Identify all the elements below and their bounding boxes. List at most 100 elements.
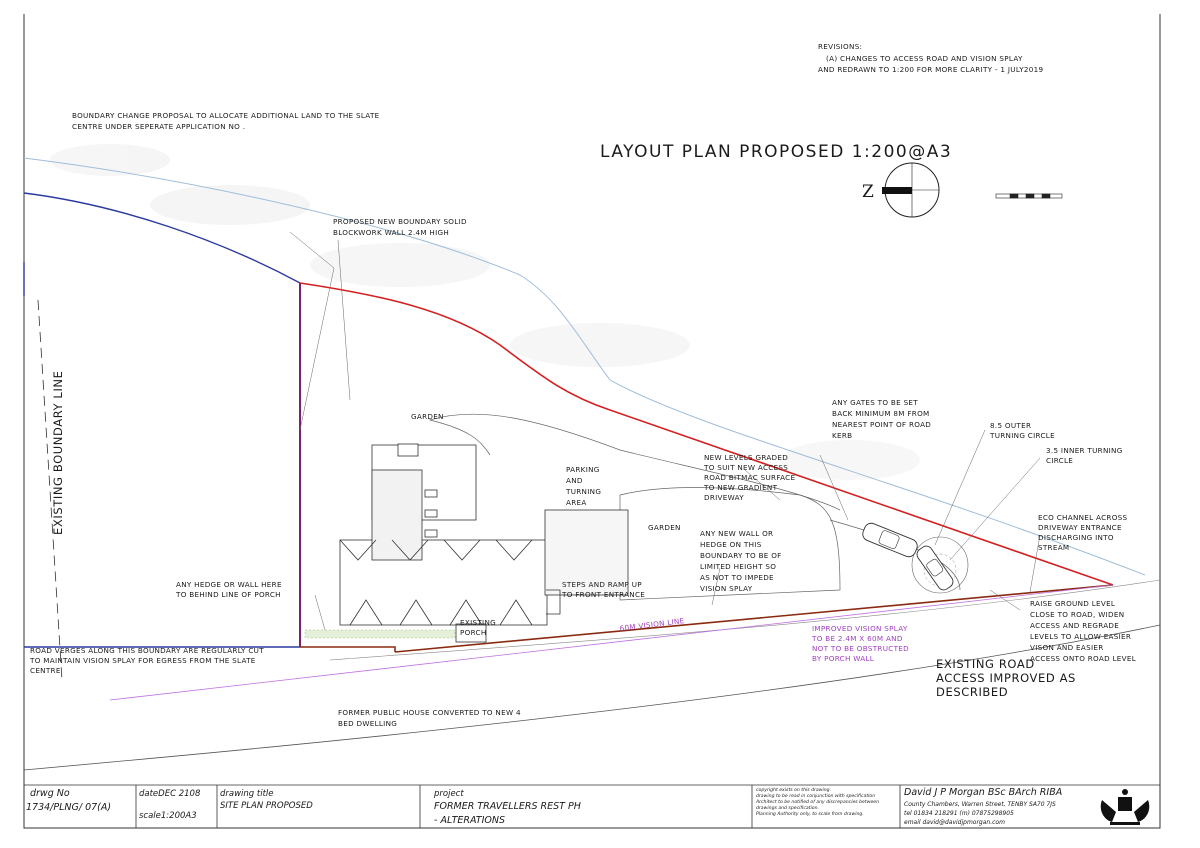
project-line-2: - ALTERATIONS [434, 815, 505, 826]
svg-text:BACK MINIMUM 8M FROM: BACK MINIMUM 8M FROM [832, 409, 930, 418]
vision-line-label: 60M VISION LINE [619, 616, 685, 633]
svg-text:DISCHARGING INTO: DISCHARGING INTO [1038, 533, 1114, 542]
svg-text:ROAD BITMAC SURFACE: ROAD BITMAC SURFACE [704, 473, 795, 482]
svg-text:TURNING: TURNING [565, 487, 601, 496]
title-block [24, 784, 1160, 828]
svg-text:TO BEHIND LINE OF PORCH: TO BEHIND LINE OF PORCH [175, 590, 281, 599]
plan-title: LAYOUT PLAN PROPOSED 1:200@A3 [600, 142, 952, 162]
project-line-1: FORMER TRAVELLERS REST PH [434, 801, 581, 812]
existing-boundary-label: EXISTING BOUNDARY LINE [51, 370, 65, 535]
existing-boundary-top [23, 192, 301, 284]
garden-label-top: GARDEN [411, 412, 444, 421]
project-label: project [433, 789, 464, 799]
car-2 [916, 545, 954, 591]
boundary-change-note: BOUNDARY CHANGE PROPOSAL TO ALLOCATE ADD… [72, 111, 380, 131]
svg-text:3.5 INNER TURNING: 3.5 INNER TURNING [1046, 446, 1123, 455]
svg-text:EXISTING: EXISTING [460, 618, 496, 627]
outer-circle-note: 8.5 OUTER TURNING CIRCLE [989, 421, 1055, 440]
svg-text:TURNING CIRCLE: TURNING CIRCLE [989, 431, 1055, 440]
svg-text:ACCESS AND REGRADE: ACCESS AND REGRADE [1030, 621, 1119, 630]
svg-text:VISION SPLAY: VISION SPLAY [700, 584, 753, 593]
svg-text:ROAD VERGES ALONG THIS BOUNDAR: ROAD VERGES ALONG THIS BOUNDARY ARE REGU… [30, 646, 264, 655]
svg-text:LIMITED HEIGHT SO: LIMITED HEIGHT SO [700, 562, 776, 571]
svg-text:BY PORCH WALL: BY PORCH WALL [812, 654, 874, 663]
svg-text:8.5 OUTER: 8.5 OUTER [990, 421, 1031, 430]
riba-crest-logo [1100, 789, 1150, 825]
svg-text:PROPOSED NEW BOUNDARY SOLID: PROPOSED NEW BOUNDARY SOLID [333, 217, 467, 226]
svg-text:Architect to be notified of an: Architect to be notified of any discrepa… [755, 799, 879, 805]
architect-name: David J P Morgan BSc BArch RIBA [904, 787, 1062, 798]
new-levels-note: NEW LEVELS GRADED TO SUIT NEW ACCESS ROA… [703, 453, 795, 502]
svg-text:NOT TO BE OBSTRUCTED: NOT TO BE OBSTRUCTED [812, 644, 909, 653]
raise-ground-note: RAISE GROUND LEVEL CLOSE TO ROAD, WIDEN … [1030, 599, 1136, 663]
svg-text:TO NEW GRADIENT: TO NEW GRADIENT [703, 483, 778, 492]
architect-email: email david@davidjpmorgan.com [904, 819, 1005, 826]
svg-text:EXISTING ROAD: EXISTING ROAD [936, 657, 1035, 671]
svg-text:NEW LEVELS GRADED: NEW LEVELS GRADED [704, 453, 788, 462]
svg-text:PARKING: PARKING [566, 465, 600, 474]
svg-text:CENTRE UNDER SEPERATE APPLICAT: CENTRE UNDER SEPERATE APPLICATION NO . [72, 122, 245, 131]
road-verges-note: ROAD VERGES ALONG THIS BOUNDARY ARE REGU… [29, 646, 264, 675]
svg-text:BLOCKWORK WALL 2.4M HIGH: BLOCKWORK WALL 2.4M HIGH [333, 228, 449, 237]
svg-text:VISON AND EASIER: VISON AND EASIER [1030, 643, 1104, 652]
architect-address: County Chambers, Warren Street, TENBY SA… [904, 801, 1056, 808]
svg-text:drawing to be read in conjunct: drawing to be read in conjunction with s… [756, 793, 875, 799]
parking-note: PARKING AND TURNING AREA [565, 465, 601, 507]
svg-text:RAISE GROUND LEVEL: RAISE GROUND LEVEL [1030, 599, 1115, 608]
svg-text:DESCRIBED: DESCRIBED [936, 685, 1008, 699]
hedge-wall-note: ANY HEDGE OR WALL HERE TO BEHIND LINE OF… [175, 580, 282, 599]
proposed-boundary-red [299, 282, 1114, 586]
outer-turning-circle [911, 536, 969, 594]
north-arrow [882, 162, 940, 218]
road-centre-line [329, 579, 1161, 661]
hedge-strip [304, 629, 456, 639]
copyright-note: copyright exists on this drawing. drawin… [755, 787, 879, 817]
svg-text:AS NOT TO IMPEDE: AS NOT TO IMPEDE [700, 573, 774, 582]
svg-text:DRIVEWAY: DRIVEWAY [704, 493, 744, 502]
revisions-line-2: AND REDRAWN TO 1:200 FOR MORE CLARITY - … [818, 65, 1044, 74]
svg-text:ANY GATES TO BE SET: ANY GATES TO BE SET [832, 398, 918, 407]
porch-note: EXISTING PORCH [460, 618, 496, 637]
former-ph-note: FORMER PUBLIC HOUSE CONVERTED TO NEW 4 B… [338, 708, 521, 728]
svg-text:TO MAINTAIN VISION SPLAY FOR E: TO MAINTAIN VISION SPLAY FOR EGRESS FROM… [29, 656, 256, 665]
svg-text:IMPROVED VISION SPLAY: IMPROVED VISION SPLAY [812, 624, 908, 633]
drwg-number: 1734/PLNG/ 07(A) [26, 802, 111, 813]
eco-channel-note: ECO CHANNEL ACROSS DRIVEWAY ENTRANCE DIS… [1038, 513, 1127, 552]
drawing-date: dateDEC 2108 [139, 789, 201, 799]
svg-text:CENTRE: CENTRE [30, 666, 61, 675]
drwg-label: drwg No [30, 788, 70, 799]
svg-text:STEPS AND RAMP UP: STEPS AND RAMP UP [562, 580, 642, 589]
svg-text:NEAREST POINT OF ROAD: NEAREST POINT OF ROAD [832, 420, 931, 429]
road-edge-line [23, 624, 1161, 771]
drawing-title-label: drawing title [220, 789, 274, 799]
svg-text:BOUNDARY CHANGE PROPOSAL TO AL: BOUNDARY CHANGE PROPOSAL TO ALLOCATE ADD… [72, 111, 380, 120]
sheet-border [23, 14, 1161, 829]
svg-text:TO BE 2.4M X 60M AND: TO BE 2.4M X 60M AND [811, 634, 903, 643]
garden-outline [428, 413, 841, 511]
svg-text:drawings and specification.: drawings and specification. [756, 805, 819, 811]
svg-text:Planning Authority only, to sc: Planning Authority only, to scale from d… [756, 811, 864, 817]
svg-text:FORMER PUBLIC HOUSE CONVERTED: FORMER PUBLIC HOUSE CONVERTED TO NEW 4 [338, 708, 521, 717]
svg-text:DRIVEWAY ENTRANCE: DRIVEWAY ENTRANCE [1038, 523, 1122, 532]
garden-label-right: GARDEN [648, 523, 681, 532]
svg-text:ACCESS ONTO ROAD LEVEL: ACCESS ONTO ROAD LEVEL [1030, 654, 1136, 663]
svg-text:CLOSE TO ROAD, WIDEN: CLOSE TO ROAD, WIDEN [1030, 610, 1124, 619]
svg-text:BOUNDARY TO BE OF: BOUNDARY TO BE OF [700, 551, 782, 560]
svg-text:CIRCLE: CIRCLE [1046, 456, 1073, 465]
revisions-line-1: (A) CHANGES TO ACCESS ROAD AND VISION SP… [826, 54, 1023, 63]
car-1 [862, 522, 918, 558]
any-gates-note: ANY GATES TO BE SET BACK MINIMUM 8M FROM… [832, 398, 931, 440]
drawing-scale: scale1:200A3 [139, 811, 197, 821]
svg-text:TO SUIT NEW ACCESS: TO SUIT NEW ACCESS [703, 463, 788, 472]
driveway-outline [619, 487, 841, 601]
svg-text:PORCH: PORCH [460, 628, 487, 637]
vision-line-60m [109, 584, 1114, 701]
north-label: Z [862, 182, 875, 202]
drawing-title: SITE PLAN PROPOSED [220, 801, 313, 811]
improved-splay-note: IMPROVED VISION SPLAY TO BE 2.4M X 60M A… [811, 624, 909, 663]
tree-shading [50, 144, 920, 480]
existing-road-note: EXISTING ROAD ACCESS IMPROVED AS DESCRIB… [936, 657, 1075, 699]
vision-splay-boundary [300, 584, 1114, 653]
svg-text:TO FRONT ENTRANCE: TO FRONT ENTRANCE [561, 590, 645, 599]
